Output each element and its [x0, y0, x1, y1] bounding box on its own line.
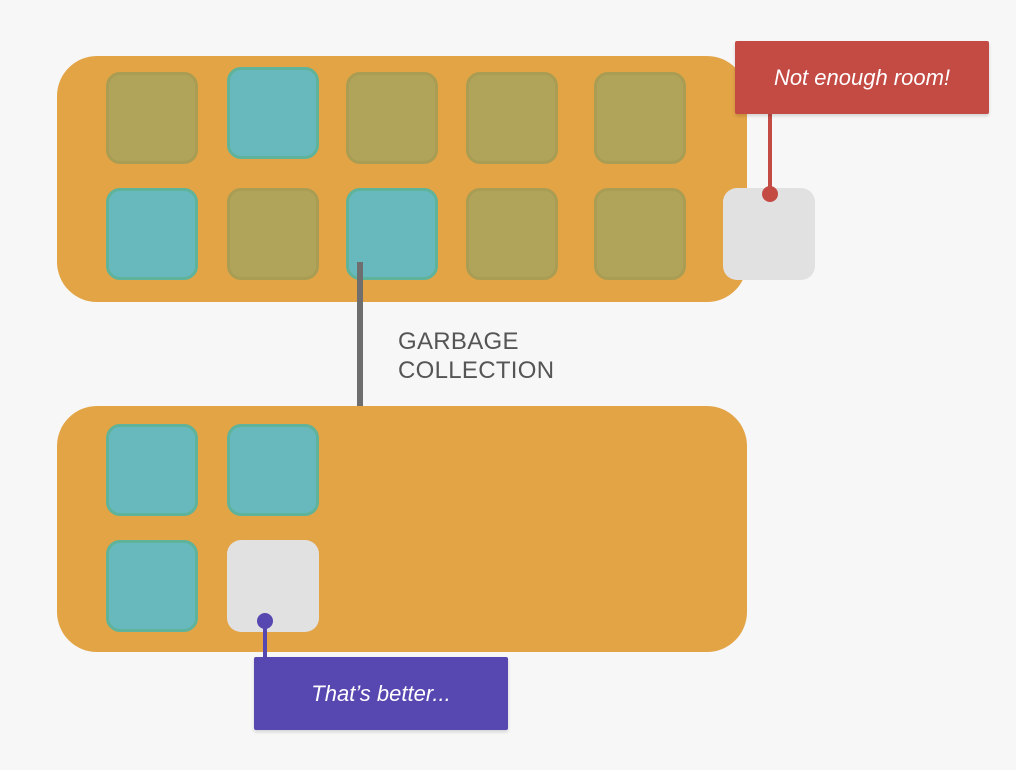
live-object-block [227, 424, 319, 516]
thats-better-callout: That’s better... [254, 657, 508, 730]
live-object-block [227, 67, 319, 159]
garbage-collection-label: GARBAGE COLLECTION [398, 327, 554, 385]
gc-label-line2: COLLECTION [398, 357, 555, 384]
live-object-block [106, 188, 198, 280]
new-allocation-block [723, 188, 815, 280]
thats-better-text: That’s better... [311, 680, 451, 706]
not-enough-room-text: Not enough room! [773, 64, 951, 90]
not-enough-room-callout: Not enough room! [735, 41, 989, 114]
dead-object-block [106, 72, 198, 164]
gc-label-line1: GARBAGE [398, 328, 519, 355]
dead-object-block [227, 188, 319, 280]
gc-arrow-line [357, 262, 363, 456]
callout-red-stem [768, 112, 772, 194]
callout-red-dot [762, 186, 778, 202]
live-object-block [106, 540, 198, 632]
dead-object-block [466, 72, 558, 164]
dead-object-block [594, 188, 686, 280]
callout-purple-stem [263, 621, 267, 661]
live-object-block [106, 424, 198, 516]
dead-object-block [466, 188, 558, 280]
new-allocation-block [227, 540, 319, 632]
dead-object-block [594, 72, 686, 164]
dead-object-block [346, 72, 438, 164]
